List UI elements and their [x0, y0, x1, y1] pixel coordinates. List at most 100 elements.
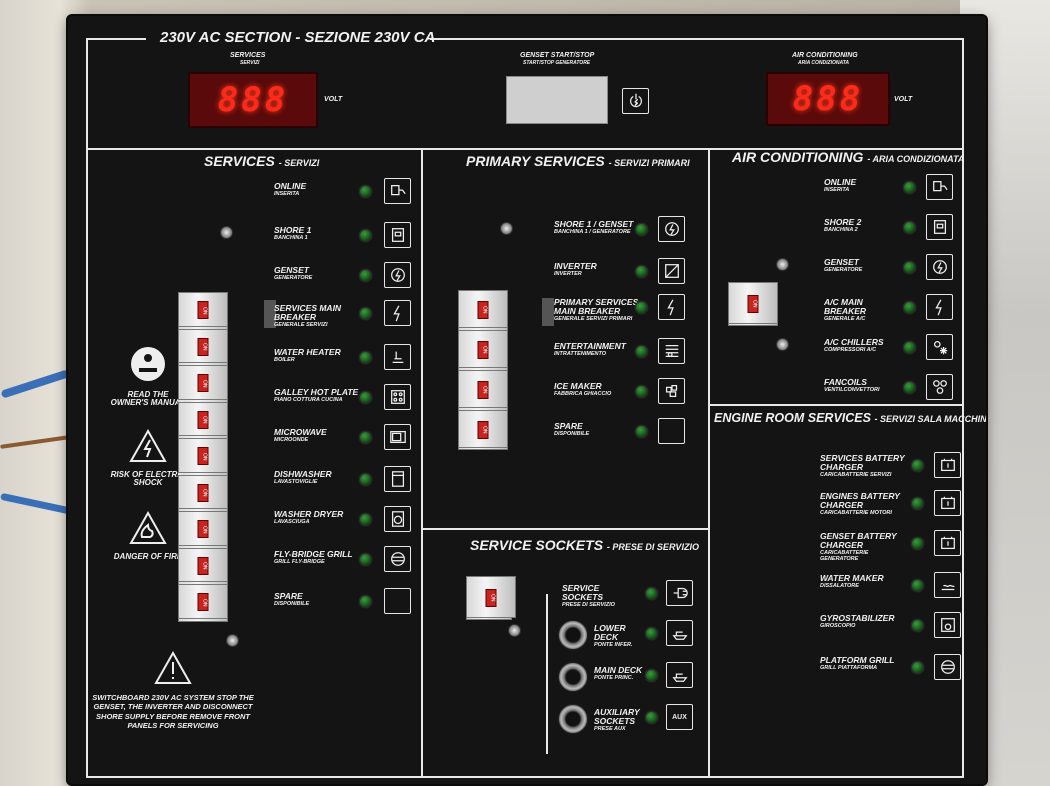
services-dishwasher-button[interactable] — [384, 466, 411, 492]
engine-engines-battery-charger-button[interactable] — [934, 490, 961, 516]
engine-water-maker-button[interactable] — [934, 572, 961, 598]
circuit-breaker[interactable]: ON — [178, 474, 228, 509]
primary-ice-maker-button[interactable] — [658, 378, 685, 404]
breaker-toggle: ON — [197, 520, 209, 539]
genset-start-label: GENSET START/STOP — [520, 52, 595, 59]
services-services-main-breaker-button[interactable] — [384, 300, 411, 326]
services-genset-button[interactable] — [384, 262, 411, 288]
item-label: A/C MAIN BREAKER — [824, 297, 867, 316]
item-label: LOWER DECK — [594, 623, 626, 642]
services-online-button[interactable] — [384, 178, 411, 204]
primary-shore-1-genset-button[interactable] — [658, 216, 685, 242]
online-icon — [932, 180, 948, 192]
aircon-online-button[interactable] — [926, 174, 953, 200]
primary-entertainment-button[interactable] — [658, 338, 685, 364]
circuit-breaker[interactable]: ON — [178, 328, 228, 363]
primary-primary-services-main-breaker-button[interactable] — [658, 294, 685, 320]
panel-screw — [500, 222, 513, 235]
primary-inverter-button[interactable] — [658, 258, 685, 284]
lower-deck-socket[interactable] — [558, 620, 588, 650]
circuit-breaker[interactable]: ON — [178, 511, 228, 546]
genset-start-stop-button[interactable] — [622, 88, 649, 114]
heater-icon — [392, 351, 403, 364]
breaker-toggle: ON — [197, 301, 209, 320]
circuit-breaker[interactable]: ON — [178, 438, 228, 473]
grill-icon — [940, 660, 955, 674]
sockets-lower-deck-button[interactable] — [666, 620, 693, 646]
engine-genset-battery-charger-button[interactable] — [934, 530, 961, 556]
primary-services-title: PRIMARY SERVICES - SERVIZI PRIMARI — [466, 153, 690, 169]
services-fly-bridge-grill-button[interactable] — [384, 546, 411, 572]
aircon-genset-button[interactable] — [926, 254, 953, 280]
circuit-breaker[interactable]: ON — [728, 282, 778, 324]
services-water-heater-button[interactable] — [384, 344, 411, 370]
engine-gyrostabilizer-button[interactable] — [934, 612, 961, 638]
breaker-icon — [666, 299, 674, 316]
services-microwave-led — [360, 432, 371, 443]
dish-icon — [391, 471, 404, 487]
none-icon — [389, 592, 407, 610]
circuit-breaker[interactable]: ON — [458, 330, 508, 368]
item-label: ICE MAKER — [554, 381, 602, 391]
breaker-icon — [392, 305, 400, 322]
primary-ice-maker-led — [636, 386, 647, 397]
aircon-online-led — [904, 182, 915, 193]
microwave-icon — [389, 430, 406, 444]
breaker-toggle: ON — [477, 341, 489, 359]
primary-spare-button[interactable] — [658, 418, 685, 444]
sockets-service-sockets-button[interactable] — [666, 580, 693, 606]
sockets-lower-deck-led — [646, 628, 657, 639]
sockets-auxiliary-sockets-button[interactable]: AUX — [666, 704, 693, 730]
aircon-a-c-chillers-button[interactable] — [926, 334, 953, 360]
circuit-breaker[interactable]: ON — [178, 584, 228, 619]
inverter-icon — [664, 264, 679, 278]
services-spare-led — [360, 596, 371, 607]
engine-services-battery-charger-button[interactable] — [934, 452, 961, 478]
main-deck-socket[interactable] — [558, 662, 588, 692]
aircon-shore-2-button[interactable] — [926, 214, 953, 240]
fire-warning: DANGER OF FIRE — [102, 510, 194, 561]
circuit-breaker[interactable]: ON — [458, 410, 508, 448]
service-sockets-title: SERVICE SOCKETS - PRESE DI SERVIZIO — [470, 537, 699, 553]
aircon-a-c-main-breaker-button[interactable] — [926, 294, 953, 320]
circuit-breaker[interactable]: ON — [458, 370, 508, 408]
item-sublabel: GENERALE SERVIZI PRIMARI — [554, 315, 633, 322]
grill-icon — [390, 552, 405, 566]
genset-icon — [932, 260, 947, 274]
primary-entertainment-led — [636, 346, 647, 357]
services-washer-dryer-button[interactable] — [384, 506, 411, 532]
breaker-toggle: ON — [197, 410, 209, 429]
services-galley-hot-plate-button[interactable] — [384, 384, 411, 410]
circuit-breaker[interactable]: ON — [178, 547, 228, 582]
item-label: SERVICES BATTERY CHARGER — [820, 453, 905, 472]
aux-icon: AUX — [672, 713, 687, 721]
battery-icon — [940, 458, 955, 472]
services-microwave-button[interactable] — [384, 424, 411, 450]
sockets-main-deck-button[interactable] — [666, 662, 693, 688]
panel-screw — [776, 338, 789, 351]
aircon-a-c-main-breaker-led — [904, 302, 915, 313]
circuit-breaker[interactable]: ON — [458, 290, 508, 328]
engine-platform-grill-button[interactable] — [934, 654, 961, 680]
circuit-breaker[interactable]: ON — [178, 292, 228, 327]
boat-icon — [671, 673, 688, 682]
item-label: FANCOILS — [824, 377, 867, 387]
services-shore-1-button[interactable] — [384, 222, 411, 248]
circuit-breaker[interactable]: ON — [178, 365, 228, 400]
circuit-breaker[interactable]: ON — [178, 401, 228, 436]
item-label: DISHWASHER — [274, 469, 332, 479]
services-spare-button[interactable] — [384, 588, 411, 614]
aircon-fancoils-button[interactable] — [926, 374, 953, 400]
auxiliary-socket[interactable] — [558, 704, 588, 734]
circuit-breaker[interactable]: ON — [466, 576, 516, 618]
